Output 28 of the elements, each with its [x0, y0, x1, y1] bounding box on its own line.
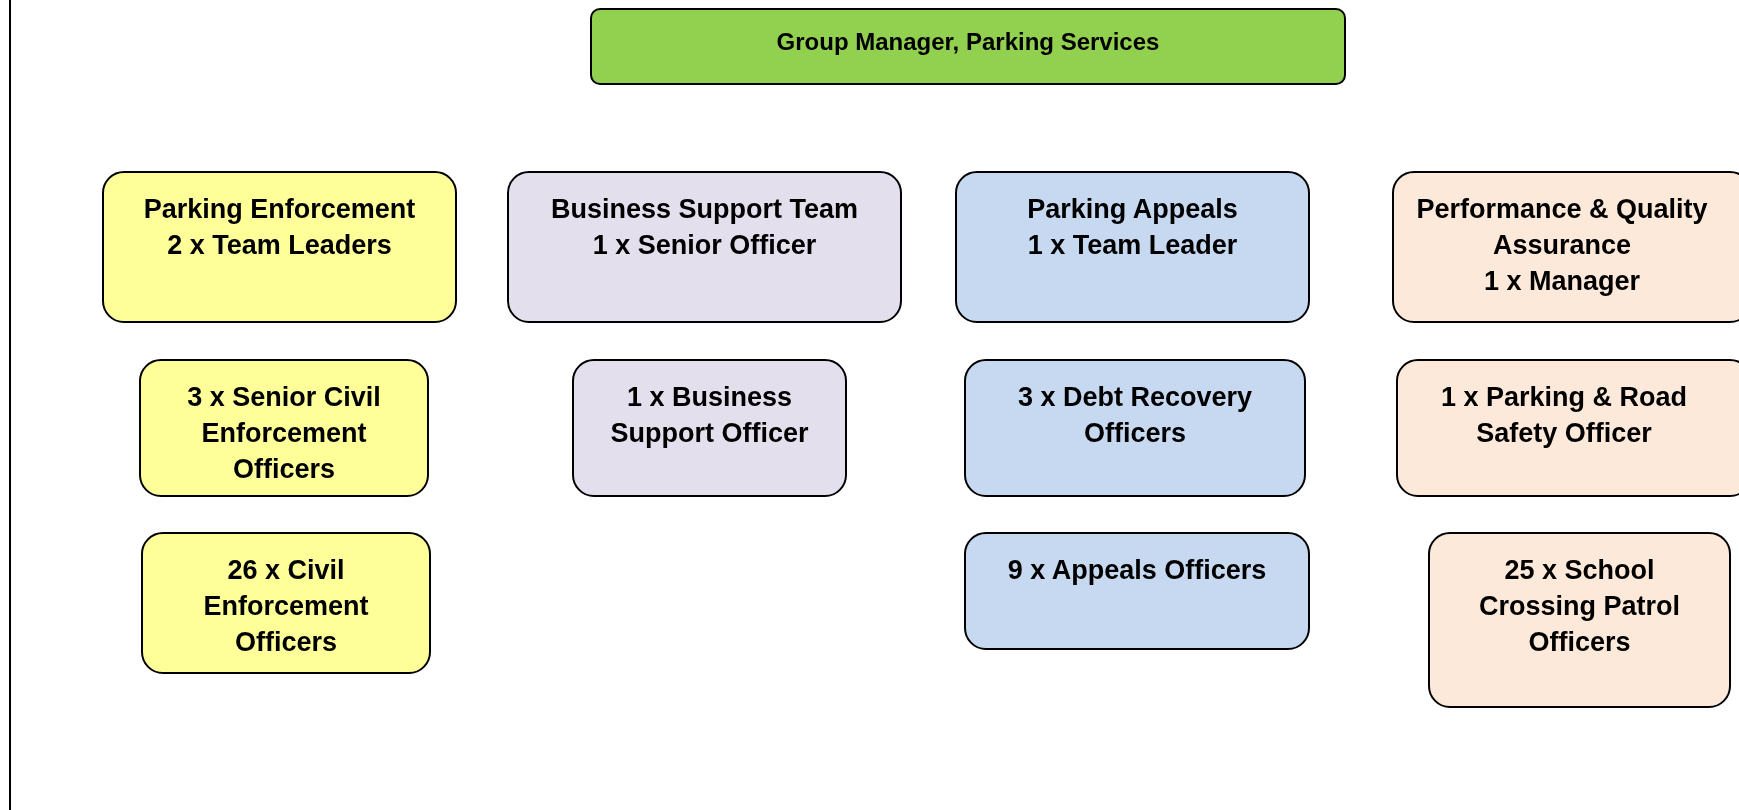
- role-box: [141, 532, 431, 674]
- role-text: 1 x Manager: [1483, 265, 1641, 298]
- role-box: [507, 171, 902, 323]
- role-text: Parking Enforcement: [143, 193, 416, 226]
- role-text: 1 x Parking & Road Safety Officer: [1439, 381, 1689, 450]
- role-box: [590, 8, 1346, 85]
- role-text: 1 x Business Support Officer: [609, 381, 810, 450]
- role-box: [1428, 532, 1731, 708]
- role-text: 3 x Senior Civil Enforcement Officers: [186, 381, 382, 486]
- role-text: 1 x Senior Officer: [592, 229, 817, 262]
- role-box: [572, 359, 847, 497]
- role-text: 1 x Team Leader: [1027, 229, 1238, 262]
- role-box: [102, 171, 457, 323]
- role-box: [964, 532, 1310, 650]
- role-text: 26 x Civil Enforcement Officers: [202, 554, 370, 659]
- role-box: [1392, 171, 1739, 323]
- role-text: Parking Appeals: [1027, 193, 1238, 226]
- role-text: 25 x School Crossing Patrol Officers: [1477, 554, 1681, 659]
- role-text: Performance & Quality Assurance: [1415, 193, 1709, 262]
- role-box: [955, 171, 1310, 323]
- role-text: 2 x Team Leaders: [167, 229, 392, 262]
- role-box: [139, 359, 429, 497]
- role-box: [1396, 359, 1739, 497]
- role-text: 3 x Debt Recovery Officers: [1016, 381, 1254, 450]
- role-text: 9 x Appeals Officers: [1007, 554, 1267, 587]
- role-text: Group Manager, Parking Services: [776, 27, 1160, 57]
- role-text: Business Support Team: [550, 193, 859, 226]
- role-box: [964, 359, 1306, 497]
